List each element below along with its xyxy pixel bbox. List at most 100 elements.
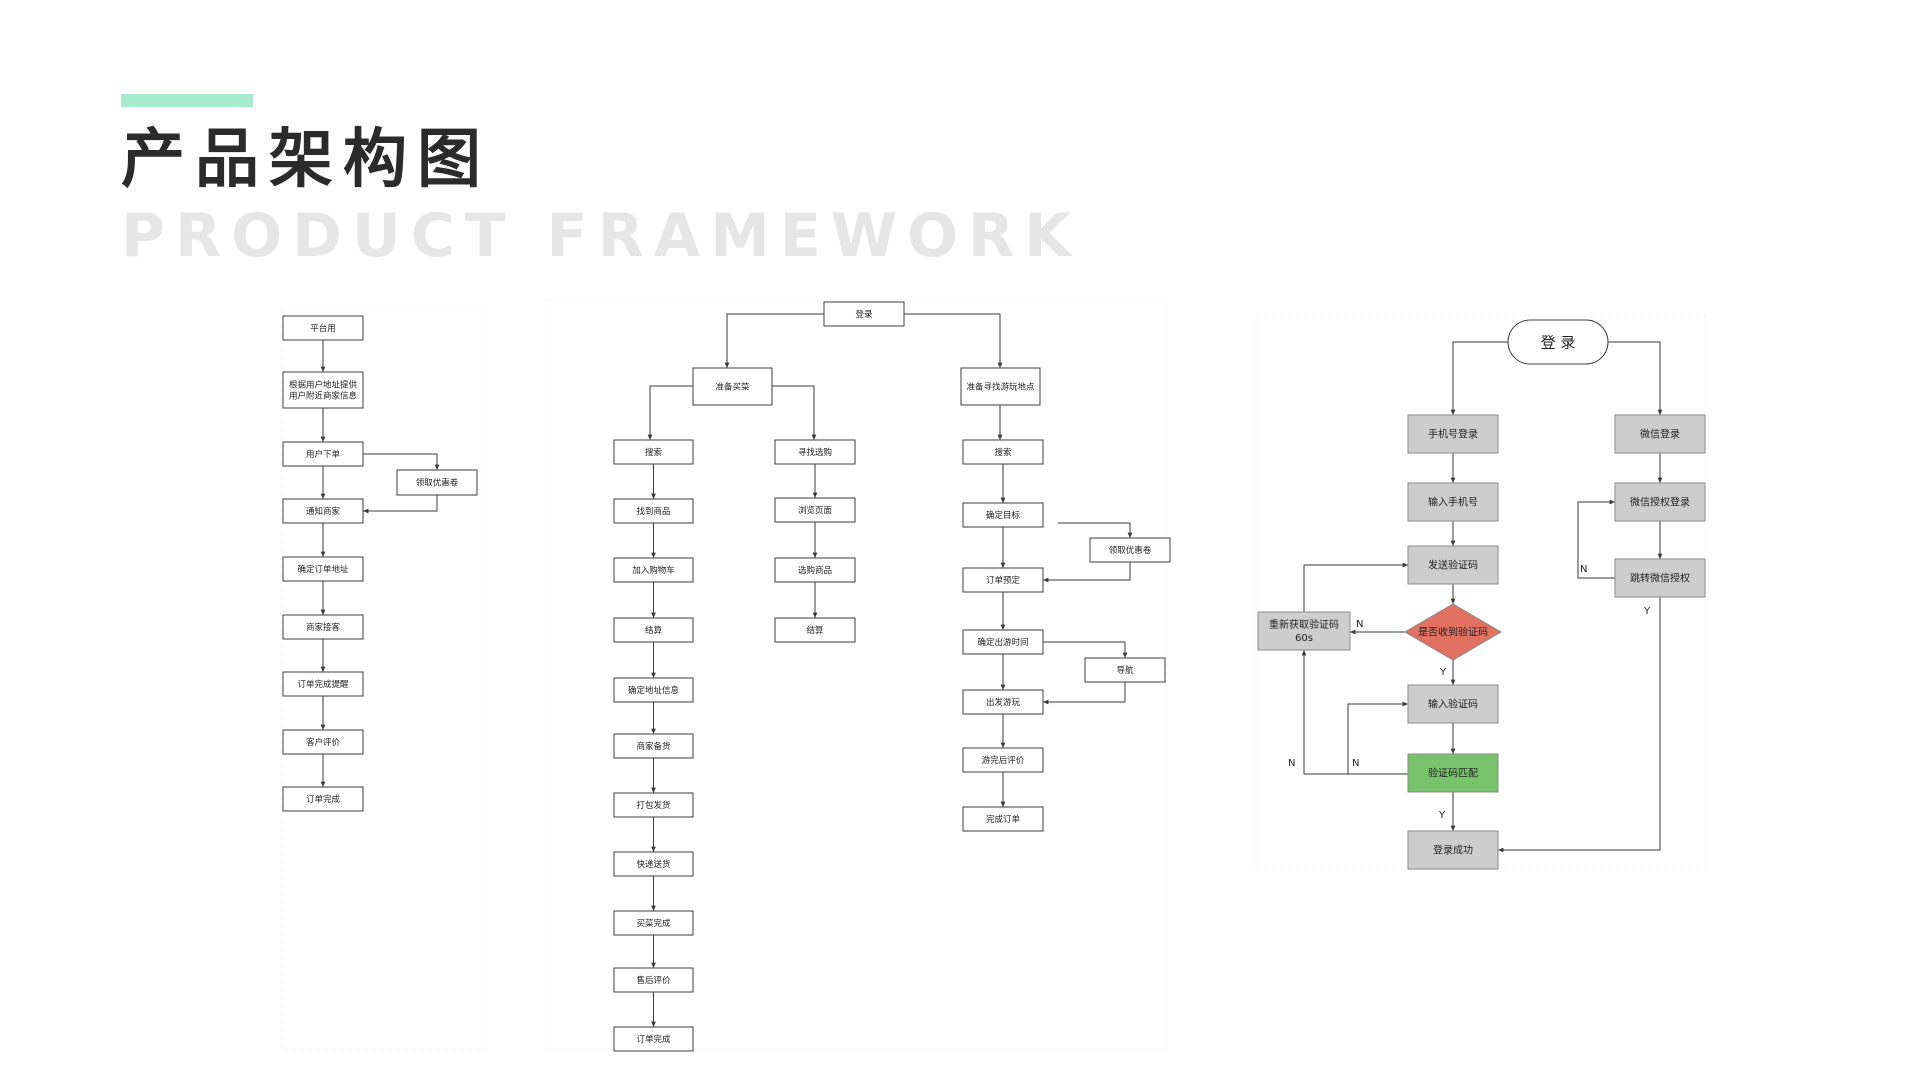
platform-node-8-label: 客户评价 [306, 737, 341, 748]
user-browse-node-0-shape [774, 439, 856, 465]
user-edge-nav-back [1043, 682, 1126, 705]
user-search-node-7-label: 快递送货 [636, 859, 671, 870]
login-wechat-node-1-label: 微信授权登录 [1630, 496, 1690, 509]
user-travel-node-2-label: 订单预定 [986, 575, 1021, 586]
user-node-travel-shape [960, 367, 1041, 406]
login-label-y-wechat: Y [1643, 606, 1651, 617]
platform-node-5-label: 确定订单地址 [297, 564, 349, 575]
user-node-buy-shape [692, 367, 773, 406]
user-search-node-2-label: 加入购物车 [632, 565, 675, 576]
nodes-layer: 平台用根据用户地址提供用户附近商家信息用户下单领取优惠卷通知商家确定订单地址商家… [282, 301, 1706, 1052]
login-phone-node-2: 发送验证码 [1407, 545, 1499, 585]
user-travel-node-5-shape [962, 747, 1044, 773]
user-search-node-4-label: 确定地址信息 [628, 685, 680, 696]
user-search-node-4-shape [613, 677, 694, 703]
user-travel-node-0: 搜索 [962, 439, 1044, 465]
user-edge-coupon-out [1058, 522, 1133, 538]
user-browse-node-1-label: 浏览页面 [798, 505, 833, 516]
login-resend-shape [1257, 611, 1351, 651]
login-wechat-node-0-label: 微信登录 [1640, 428, 1680, 441]
platform-node-0-label: 平台用 [310, 323, 336, 334]
login-edge-start-wechat [1608, 341, 1663, 415]
user-travel-node-0-shape [962, 439, 1044, 465]
platform-edge-coupon-back [363, 495, 438, 514]
user-search-node-9: 售后评价 [613, 967, 694, 993]
platform-node-coupon-label: 领取优惠卷 [416, 477, 459, 488]
login-success-label: 登录成功 [1433, 844, 1473, 857]
user-edge-coupon-back [1043, 562, 1131, 583]
platform-node-2: 用户下单 [282, 441, 364, 467]
user-search-node-9-label: 售后评价 [636, 975, 671, 986]
login-phone-node-2-shape [1407, 545, 1499, 585]
login-wechat-node-2-shape [1614, 558, 1706, 598]
user-search-node-8-shape [613, 910, 694, 936]
login-wechat-node-0: 微信登录 [1614, 414, 1706, 454]
platform-node-4: 通知商家 [282, 498, 364, 524]
user-search-node-0: 搜索 [613, 439, 694, 465]
user-travel-node-3-shape [962, 629, 1044, 655]
user-node-login-shape [823, 301, 905, 327]
user-search-node-2-shape [613, 557, 694, 583]
user-search-node-5-label: 商家备货 [636, 741, 671, 752]
user-node-travel: 准备寻找游玩地点 [960, 367, 1041, 406]
user-travel-node-3: 确定出游时间 [962, 629, 1044, 655]
user-travel-node-2-shape [962, 567, 1044, 593]
user-search-node-7-shape [613, 851, 694, 877]
accent-bar [121, 94, 253, 107]
user-search-node-6-shape [613, 792, 694, 818]
user-search-node-0-label: 搜索 [645, 447, 662, 458]
platform-node-0: 平台用 [282, 315, 364, 341]
login-match-shape [1407, 753, 1499, 793]
login-success: 登录成功 [1407, 830, 1499, 870]
login-wechat-node-1: 微信授权登录 [1614, 482, 1706, 522]
panel-frame-user [545, 299, 1167, 1050]
user-travel-node-4: 出发游玩 [962, 689, 1044, 715]
login-edge-start-phone [1450, 341, 1508, 415]
login-success-shape [1407, 830, 1499, 870]
user-search-node-5: 商家备货 [613, 733, 694, 759]
user-node-buy: 准备买菜 [692, 367, 773, 406]
user-travel-coupon-label: 领取优惠卷 [1109, 545, 1152, 556]
platform-node-8-shape [282, 729, 364, 755]
user-browse-node-2-label: 选购商品 [798, 565, 832, 576]
user-search-node-7: 快递送货 [613, 851, 694, 877]
login-phone-node-0-label: 手机号登录 [1428, 428, 1478, 441]
user-travel-nav-shape [1084, 657, 1166, 683]
user-travel-node-6-shape [962, 806, 1044, 832]
user-travel-node-5-label: 游完后评价 [982, 755, 1025, 766]
user-edge-root-travel [904, 313, 1003, 368]
login-label-y-decision: Y [1439, 667, 1447, 678]
login-edge-resend-send [1303, 562, 1408, 612]
login-label-n-retry: N [1352, 758, 1359, 769]
user-travel-nav-label: 导航 [1116, 665, 1134, 676]
user-search-node-9-shape [613, 967, 694, 993]
login-phone-node-1-label: 输入手机号 [1428, 496, 1478, 509]
user-search-node-10-shape [613, 1026, 694, 1052]
platform-node-1: 根据用户地址提供用户附近商家信息 [282, 371, 364, 409]
user-search-node-6: 打包发货 [613, 792, 694, 818]
user-search-node-1: 找到商品 [613, 498, 694, 524]
login-edge-wechat-loop [1577, 499, 1615, 579]
login-phone-node-2-label: 发送验证码 [1428, 559, 1478, 572]
login-edge-match-resend [1301, 650, 1408, 775]
platform-node-7-label: 订单完成提醒 [297, 679, 349, 690]
user-search-node-1-label: 找到商品 [636, 506, 670, 517]
login-start: 登 录 [1507, 319, 1609, 365]
user-browse-node-0: 寻找选购 [774, 439, 856, 465]
user-search-node-2: 加入购物车 [613, 557, 694, 583]
login-input-code-shape [1407, 684, 1499, 724]
user-browse-node-0-label: 寻找选购 [798, 447, 832, 458]
user-travel-node-4-shape [962, 689, 1044, 715]
login-wechat-node-1-shape [1614, 482, 1706, 522]
user-node-login: 登录 [823, 301, 905, 327]
user-travel-node-1-shape [962, 502, 1044, 528]
login-label-y-match: Y [1438, 810, 1446, 821]
login-phone-node-1: 输入手机号 [1407, 482, 1499, 522]
login-wechat-node-0-shape [1614, 414, 1706, 454]
platform-node-6-label: 商家接客 [306, 622, 341, 633]
page-subtitle: PRODUCT FRAMEWORK [121, 201, 1081, 271]
user-edge-root-buy [724, 313, 824, 368]
user-browse-node-1-shape [774, 497, 856, 523]
